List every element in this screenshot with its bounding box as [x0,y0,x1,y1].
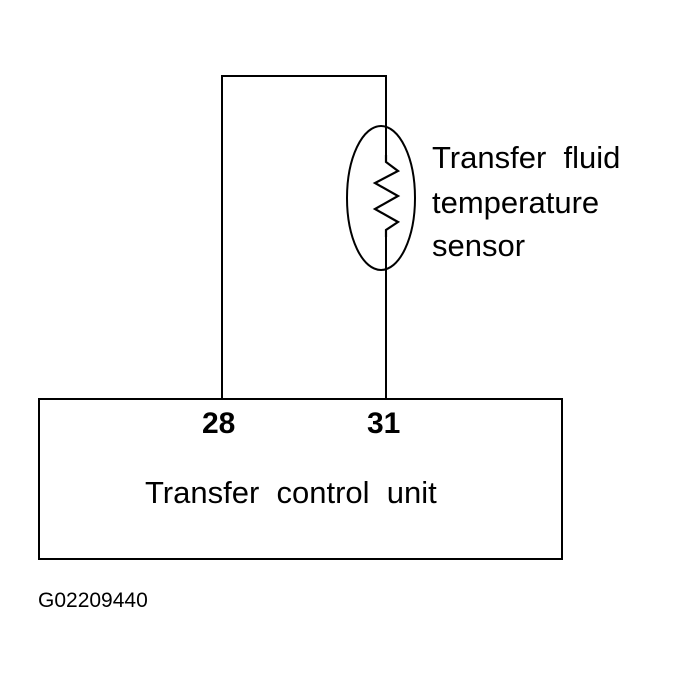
control-unit-label: Transfer control unit [145,475,437,510]
thermistor-resistor-icon [372,155,401,237]
control-unit-box [38,398,563,560]
pin-label-28: 28 [202,407,235,440]
wire-pin28-to-sensor [221,75,387,399]
pin-label-31: 31 [367,407,400,440]
sensor-label-line-2: temperature [432,185,599,220]
sensor-enclosure [346,125,416,271]
sensor-label-line-3: sensor [432,228,525,263]
sensor-label-line-1: Transfer fluid [432,140,620,175]
figure-id: G02209440 [38,589,148,612]
sensor-label: Transfer fluid temperature sensor [0,0,663,263]
